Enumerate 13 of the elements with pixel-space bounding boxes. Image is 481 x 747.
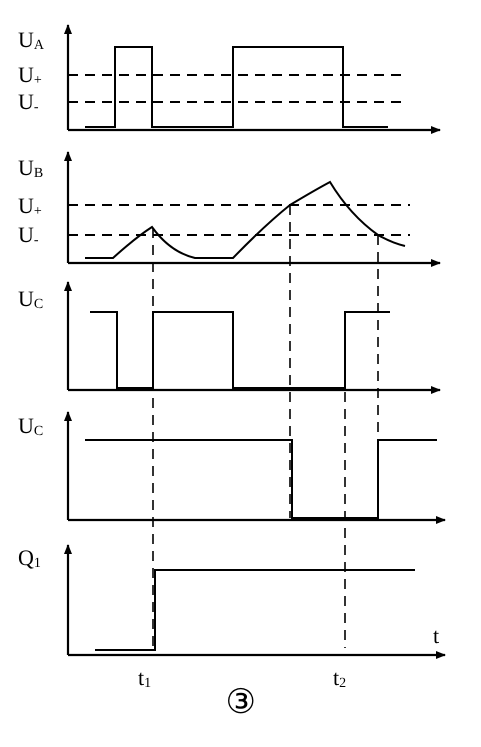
caption: ③	[224, 684, 256, 722]
time-label: t$_{2}$	[333, 666, 346, 693]
axis-label: t	[433, 624, 440, 648]
signal-label: Q$_{1}$	[18, 546, 41, 573]
time-label: t$_{1}$	[138, 666, 152, 693]
signal-label: U$_{B}$	[18, 156, 44, 183]
signal-label: U$_{C}$	[18, 287, 44, 314]
threshold-label: U$_{-}$	[18, 223, 39, 250]
threshold-label: U$_{-}$	[18, 90, 39, 117]
threshold-label: U$_{+}$	[18, 63, 42, 90]
threshold-label: U$_{+}$	[18, 194, 42, 221]
signal-label: U$_{A}$	[18, 28, 44, 55]
signal-label: U$_{C}$	[18, 414, 44, 441]
